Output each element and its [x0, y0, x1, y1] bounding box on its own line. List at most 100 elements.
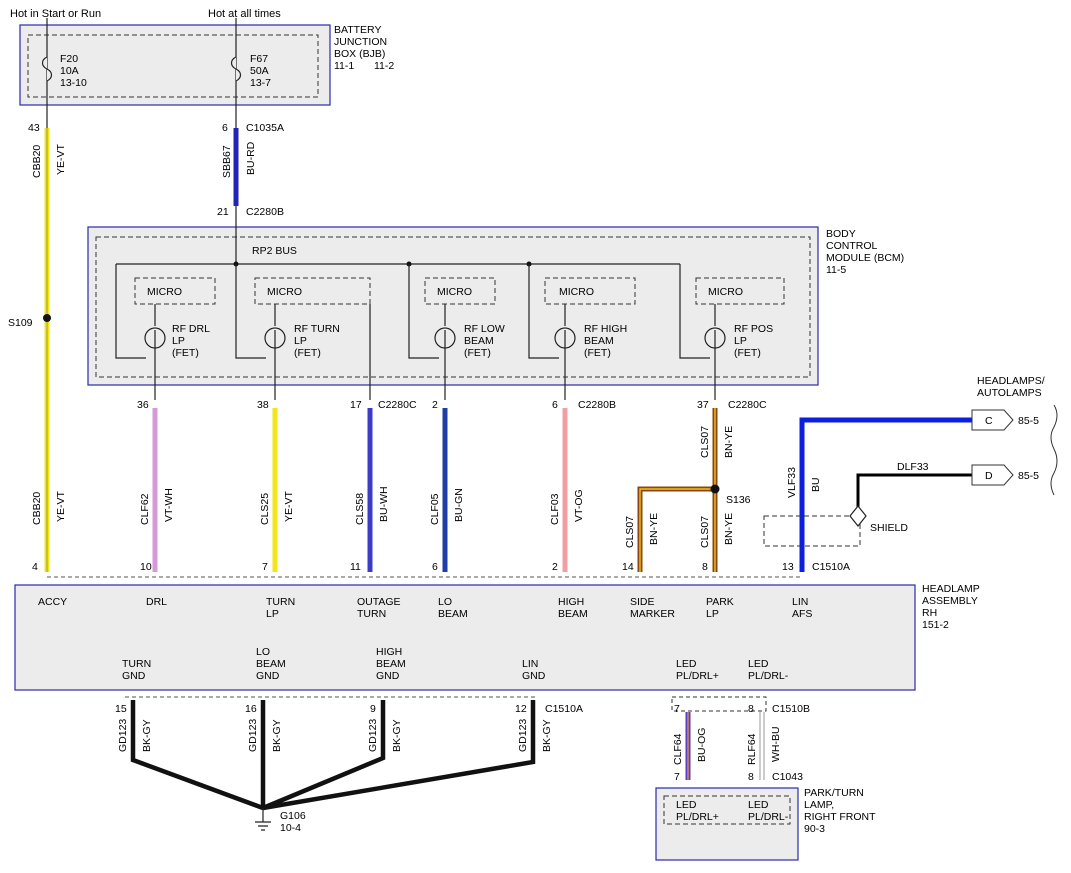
wire-clf03-circuit: CLF03 — [549, 493, 561, 525]
offpage-c-ref: 85-5 — [1018, 415, 1039, 427]
wire-rlf64-circuit: RLF64 — [746, 733, 758, 765]
gnd-label-lobeam-3: GND — [256, 670, 280, 682]
micro-label-5: MICRO — [708, 286, 743, 298]
wire-gd123-1-circuit: GD123 — [117, 719, 129, 752]
connector-c2280b-b: C2280B — [578, 399, 616, 411]
wire-cbb20-circuit-bottom: CBB20 — [31, 492, 43, 525]
pin-label-highbeam-2: BEAM — [558, 608, 588, 620]
led-pl-drl-plus-1: LED — [676, 658, 697, 670]
pin-12: 12 — [515, 703, 527, 715]
offpage-d-icon — [971, 464, 1014, 486]
wire-clf64-circuit: CLF64 — [672, 733, 684, 765]
bcm-box — [87, 226, 819, 386]
output-low-1: RF LOW — [464, 323, 505, 335]
pin-14: 14 — [622, 561, 634, 573]
wire-cls07-circuit-side: CLS07 — [624, 516, 636, 548]
pin-8-c1510a: 8 — [702, 561, 708, 573]
wire-gd123-3-color: BK-GY — [391, 719, 403, 752]
wire-rlf64-color: WH-BU — [770, 726, 782, 762]
fuse-f67-rating: 50A — [250, 65, 269, 77]
fuse-f67-icon — [230, 56, 242, 82]
bus-branch-3 — [408, 264, 439, 359]
connector-c1035a: C1035A — [246, 122, 284, 134]
c1510b-dashed — [671, 696, 767, 712]
splice-s136: S136 — [726, 494, 751, 506]
output-high-1: RF HIGH — [584, 323, 627, 335]
wire-dlf33 — [856, 473, 972, 512]
connector-c1510a-top: C1510A — [812, 561, 850, 573]
wire-clf64-color: BU-OG — [696, 728, 708, 762]
wire-vlf33 — [799, 417, 972, 572]
pin-label-turn-1: TURN — [266, 596, 295, 608]
pin-11: 11 — [350, 561, 361, 573]
wire-clf05-circuit: CLF05 — [429, 493, 441, 525]
splice-s136-dot — [710, 484, 720, 494]
output-pos-3: (FET) — [734, 347, 761, 359]
splice-s109: S109 — [8, 317, 33, 329]
pin-label-linafs-1: LIN — [792, 596, 808, 608]
micro-box-5 — [695, 277, 785, 305]
wire-cls58-circuit: CLS58 — [354, 493, 366, 525]
pin-2-c1510a: 2 — [552, 561, 558, 573]
wire-gd123-4-circuit: GD123 — [517, 719, 529, 752]
pin-6-c2280b: 6 — [552, 399, 558, 411]
pin-8-c1043: 8 — [748, 771, 754, 783]
bcm-title-3: MODULE (BCM) — [826, 252, 904, 264]
output-high-2: BEAM — [584, 335, 614, 347]
pin-17: 17 — [350, 399, 362, 411]
pin-6-c1510a: 6 — [432, 561, 438, 573]
wire-cls07-circuit-lower: CLS07 — [699, 516, 711, 548]
pin-16: 16 — [245, 703, 257, 715]
offpage-c-letter: C — [985, 415, 993, 427]
pin-38: 38 — [257, 399, 269, 411]
led-pl-drl-plus-2: PL/DRL+ — [676, 670, 719, 682]
bcm-title-4: 11-5 — [826, 264, 846, 276]
headlamps-autolamps-2: AUTOLAMPS — [977, 387, 1042, 399]
pin-4: 4 — [32, 561, 38, 573]
pin-2-c2280c: 2 — [432, 399, 438, 411]
gnd-label-lobeam-1: LO — [256, 646, 270, 658]
wire-gd123-2-color: BK-GY — [271, 719, 283, 752]
pin-43: 43 — [28, 122, 40, 134]
led-pl-drl-minus-1: LED — [748, 658, 769, 670]
wire-sbb67-circuit: SBB67 — [221, 145, 233, 178]
pin-7-c1043: 7 — [674, 771, 680, 783]
splice-s109-dot — [43, 314, 51, 322]
offpage-c-icon — [971, 409, 1014, 431]
wire-cbb20-color-top: YE-VT — [55, 143, 67, 175]
gnd-label-lin-1: LIN — [522, 658, 538, 670]
wire-cls07-side-stripe — [639, 488, 715, 572]
wire-gd123-1 — [130, 700, 264, 811]
pin-label-lobeam-1: LO — [438, 596, 452, 608]
fuse-f67-name: F67 — [250, 53, 268, 65]
output-turn-3: (FET) — [294, 347, 321, 359]
wire-clf62-color: VT-WH — [163, 488, 175, 522]
pin-8-c1510b: 8 — [748, 703, 754, 715]
fuse-f20-icon — [41, 56, 53, 82]
headlamp-title-4: 151-2 — [922, 619, 949, 631]
headlamps-autolamps-1: HEADLAMPS/ — [977, 375, 1045, 387]
wire-clf03-color: VT-OG — [573, 489, 585, 522]
pin-9: 9 — [370, 703, 376, 715]
hot-in-start-or-run-label: Hot in Start or Run — [10, 8, 101, 20]
pin-label-outage-1: OUTAGE — [357, 596, 401, 608]
connector-c2280c-a: C2280C — [378, 399, 417, 411]
output-turn-2: LP — [294, 335, 307, 347]
fuse-f67-ref: 13-7 — [250, 77, 271, 89]
bjb-ref-1: 11-1 — [334, 60, 354, 72]
wire-cls25-color: YE-VT — [283, 490, 295, 522]
wire-gd123-4 — [262, 700, 536, 811]
wire-cls58-color: BU-WH — [378, 486, 390, 522]
pin-7-c1510b: 7 — [674, 703, 680, 715]
pin-15: 15 — [115, 703, 127, 715]
park-turn-lamp-dashed — [663, 795, 791, 825]
pin-label-accy: ACCY — [38, 596, 67, 608]
wire-cls07-circuit-upper: CLS07 — [699, 426, 711, 458]
pin-21: 21 — [217, 206, 229, 218]
wire-sbb67-color: BU-RD — [245, 141, 257, 175]
shield-icon — [849, 505, 867, 527]
connector-c2280b-top: C2280B — [246, 206, 284, 218]
output-turn-1: RF TURN — [294, 323, 340, 335]
headlamp-title-1: HEADLAMP — [922, 583, 980, 595]
